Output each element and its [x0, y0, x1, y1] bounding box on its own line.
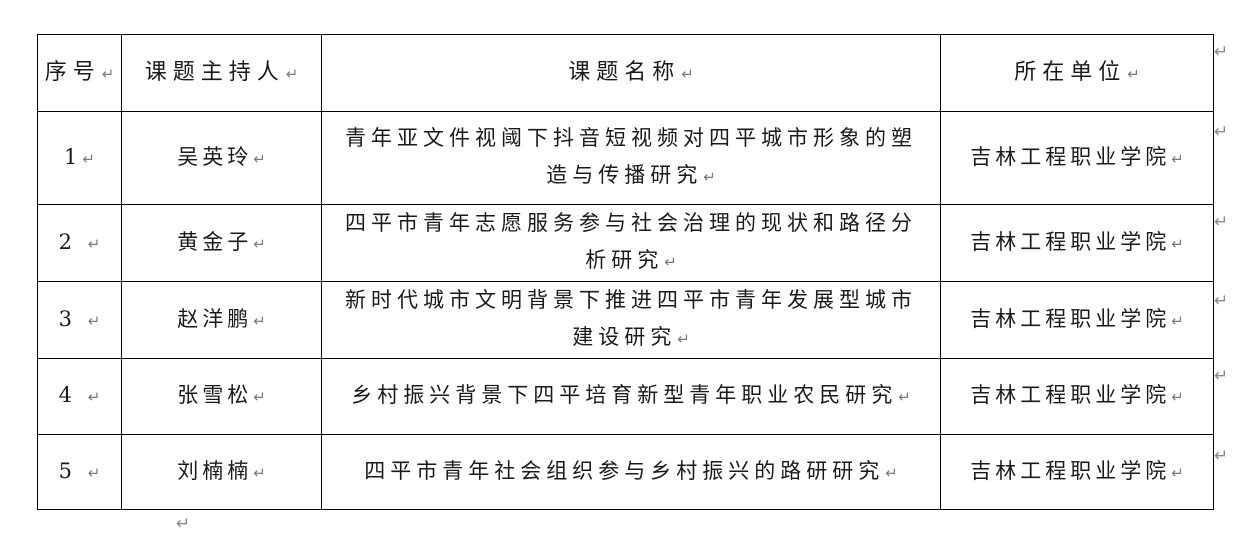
- unit-name: 吉林工程职业学院: [970, 383, 1171, 407]
- row-end-mark-icon: ↵: [1214, 212, 1229, 232]
- cell-title: 乡村振兴背景下四平培育新型青年职业农民研究↵: [321, 358, 941, 435]
- cell-host: 赵洋鹏↵: [121, 281, 322, 359]
- project-title: 新时代城市文明背景下推进四平市青年发展型城市建设研究: [345, 288, 917, 349]
- cell-host: 刘楠楠↵: [121, 434, 322, 510]
- paragraph-mark-icon: ↵: [87, 463, 101, 482]
- paragraph-mark-icon: ↵: [1171, 388, 1184, 406]
- unit-name: 吉林工程职业学院: [970, 229, 1171, 254]
- paragraph-mark-icon: ↵: [1171, 149, 1184, 168]
- paragraph-mark-icon: ↵: [87, 234, 101, 253]
- paragraph-mark-icon: ↵: [285, 64, 299, 83]
- cell-unit: 吉林工程职业学院↵: [940, 434, 1214, 510]
- row-number: 1: [64, 144, 82, 169]
- paragraph-mark-icon: ↵: [82, 149, 95, 168]
- paragraph-mark-icon: ↵: [87, 311, 101, 330]
- cell-host: 张雪松↵: [121, 358, 322, 435]
- cell-no: 4 ↵: [37, 358, 122, 435]
- cell-title: 四平市青年社会组织参与乡村振兴的路研研究↵: [321, 434, 941, 510]
- paragraph-mark-icon: ↵: [677, 330, 690, 348]
- project-table: 序号↵ 课题主持人↵ 课题名称↵ 所在单位↵ 1↵ 吴英玲↵ 青年亚文件视阈下抖…: [37, 34, 1214, 510]
- table-row: 1↵ 吴英玲↵ 青年亚文件视阈下抖音短视频对四平城市形象的塑造与传播研究↵ 吉林…: [37, 111, 1214, 205]
- cell-no: 3 ↵: [37, 281, 122, 359]
- row-end-mark-icon: ↵: [1214, 366, 1229, 386]
- cell-title: 青年亚文件视阈下抖音短视频对四平城市形象的塑造与传播研究↵: [321, 111, 941, 205]
- cell-unit: 吉林工程职业学院↵: [940, 281, 1214, 359]
- project-title: 青年亚文件视阈下抖音短视频对四平城市形象的塑造与传播研究: [345, 126, 917, 187]
- paragraph-mark-icon: ↵: [101, 64, 115, 83]
- header-title-label: 课题名称: [568, 59, 681, 85]
- paragraph-mark-icon: ↵: [664, 253, 677, 271]
- unit-name: 吉林工程职业学院: [970, 458, 1171, 483]
- cell-no: 5 ↵: [37, 434, 122, 510]
- paragraph-mark-icon: ↵: [253, 234, 266, 253]
- header-cell-title: 课题名称↵: [321, 34, 941, 112]
- table-row: 5 ↵ 刘楠楠↵ 四平市青年社会组织参与乡村振兴的路研研究↵ 吉林工程职业学院↵: [37, 434, 1214, 510]
- header-cell-unit: 所在单位↵: [940, 34, 1214, 112]
- paragraph-mark-icon: ↵: [253, 149, 266, 168]
- paragraph-mark-icon: ↵: [253, 463, 266, 482]
- row-end-mark-icon: ↵: [1214, 291, 1229, 311]
- table-row: 3 ↵ 赵洋鹏↵ 新时代城市文明背景下推进四平市青年发展型城市建设研究↵ 吉林工…: [37, 281, 1214, 359]
- paragraph-mark-icon: ↵: [253, 311, 266, 330]
- paragraph-mark-icon: ↵: [1171, 234, 1184, 253]
- cell-unit: 吉林工程职业学院↵: [940, 358, 1214, 435]
- row-end-mark-icon: ↵: [1214, 42, 1229, 62]
- paragraph-mark-icon: ↵: [87, 388, 101, 406]
- header-unit-label: 所在单位: [1014, 59, 1127, 85]
- paragraph-mark-icon: ↵: [176, 514, 191, 534]
- row-end-mark-icon: ↵: [1214, 122, 1229, 142]
- row-number: 5: [58, 458, 77, 483]
- header-cell-no: 序号↵: [37, 34, 122, 112]
- row-number: 4: [58, 383, 77, 407]
- table-row: 2 ↵ 黄金子↵ 四平市青年志愿服务参与社会治理的现状和路径分析研究↵ 吉林工程…: [37, 204, 1214, 282]
- cell-title: 新时代城市文明背景下推进四平市青年发展型城市建设研究↵: [321, 281, 941, 359]
- unit-name: 吉林工程职业学院: [970, 144, 1171, 169]
- paragraph-mark-icon: ↵: [1171, 311, 1184, 330]
- paragraph-mark-icon: ↵: [1127, 64, 1140, 83]
- cell-no: 2 ↵: [37, 204, 122, 282]
- paragraph-mark-icon: ↵: [681, 64, 694, 83]
- header-no-label: 序号: [44, 59, 101, 85]
- cell-title: 四平市青年志愿服务参与社会治理的现状和路径分析研究↵: [321, 204, 941, 282]
- project-title: 四平市青年志愿服务参与社会治理的现状和路径分析研究: [345, 211, 917, 272]
- host-name: 赵洋鹏: [177, 306, 253, 331]
- row-number: 2: [58, 229, 77, 254]
- host-name: 吴英玲: [177, 144, 253, 169]
- host-name: 张雪松: [177, 383, 253, 407]
- project-title: 四平市青年社会组织参与乡村振兴的路研研究: [364, 458, 885, 483]
- cell-unit: 吉林工程职业学院↵: [940, 204, 1214, 282]
- cell-host: 吴英玲↵: [121, 111, 322, 205]
- header-host-label: 课题主持人: [144, 59, 285, 85]
- cell-no: 1↵: [37, 111, 122, 205]
- table-row: 4 ↵ 张雪松↵ 乡村振兴背景下四平培育新型青年职业农民研究↵ 吉林工程职业学院…: [37, 358, 1214, 435]
- paragraph-mark-icon: ↵: [253, 388, 266, 406]
- cell-unit: 吉林工程职业学院↵: [940, 111, 1214, 205]
- paragraph-mark-icon: ↵: [898, 388, 911, 406]
- host-name: 黄金子: [177, 229, 253, 254]
- row-number: 3: [58, 306, 77, 331]
- header-cell-host: 课题主持人↵: [121, 34, 322, 112]
- project-title: 乡村振兴背景下四平培育新型青年职业农民研究: [351, 383, 898, 407]
- host-name: 刘楠楠: [177, 458, 253, 483]
- paragraph-mark-icon: ↵: [885, 463, 898, 482]
- paragraph-mark-icon: ↵: [703, 168, 716, 186]
- paragraph-mark-icon: ↵: [1171, 463, 1184, 482]
- table-header-row: 序号↵ 课题主持人↵ 课题名称↵ 所在单位↵: [37, 34, 1214, 112]
- unit-name: 吉林工程职业学院: [970, 306, 1171, 331]
- row-end-mark-icon: ↵: [1214, 446, 1229, 466]
- cell-host: 黄金子↵: [121, 204, 322, 282]
